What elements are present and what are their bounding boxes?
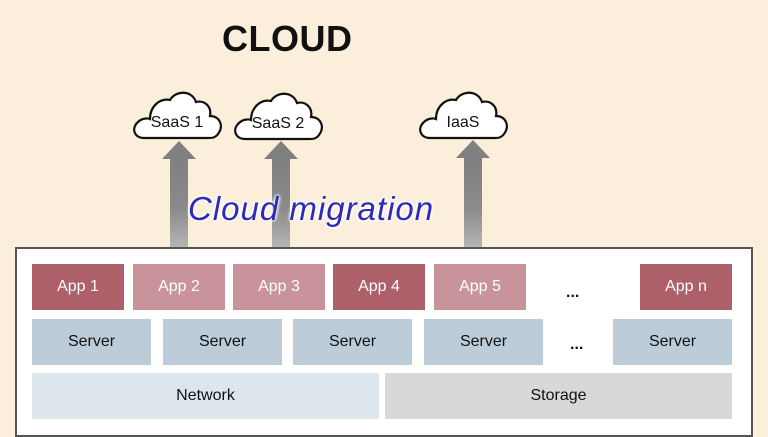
cloud-icon — [419, 91, 508, 140]
cloud-icon — [133, 91, 222, 140]
arrow-head — [264, 141, 298, 159]
cloud-icon — [234, 92, 323, 141]
app-box: App 2 — [133, 264, 225, 310]
server-box: Server — [32, 319, 151, 365]
arrow-head — [162, 141, 196, 159]
app-box: App n — [640, 264, 732, 310]
server-box: Server — [613, 319, 732, 365]
cloud-label: SaaS 1 — [150, 114, 204, 131]
app-box: App 5 — [434, 264, 526, 310]
server-box: Server — [293, 319, 412, 365]
cloud-label: IaaS — [446, 114, 480, 131]
arrow-head — [456, 140, 490, 158]
diagram-title: CLOUD — [222, 18, 353, 59]
cloud-saas-2: SaaS 2 — [231, 85, 325, 141]
cloud-iaas: IaaS — [416, 84, 510, 140]
servers-ellipsis: ... — [570, 336, 584, 353]
cloud-saas-1: SaaS 1 — [130, 84, 224, 140]
storage-layer: Storage — [385, 373, 732, 419]
network-layer: Network — [32, 373, 379, 419]
server-box: Server — [163, 319, 282, 365]
app-box: App 1 — [32, 264, 124, 310]
app-box: App 3 — [233, 264, 325, 310]
migration-label: Cloud migration — [188, 190, 435, 227]
server-box: Server — [424, 319, 543, 365]
apps-ellipsis: ... — [566, 284, 580, 301]
cloud-label: SaaS 2 — [251, 115, 305, 132]
app-box: App 4 — [333, 264, 425, 310]
